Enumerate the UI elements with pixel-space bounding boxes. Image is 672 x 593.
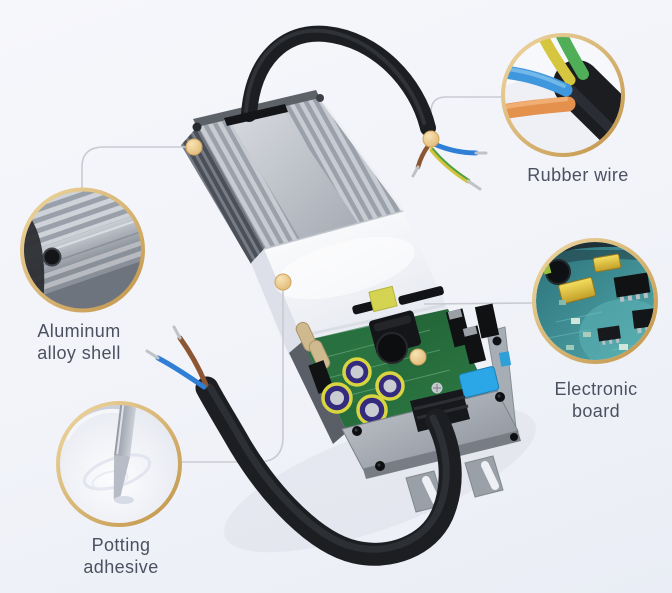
potting-block <box>251 210 448 355</box>
callout-label-aluminum-alloy-shell: Aluminum alloy shell <box>37 320 120 364</box>
callout-label-electronic-board: Electronic board <box>554 378 637 422</box>
callout-circle-aluminum-shell <box>20 187 145 313</box>
callout-circle-electronic-board <box>532 238 658 364</box>
ic-chip <box>597 325 621 346</box>
wire-blue <box>431 141 479 156</box>
device <box>181 90 535 513</box>
callout-label-rubber-wire: Rubber wire <box>527 164 628 186</box>
label-line: Rubber wire <box>527 165 629 185</box>
cable-gland-top <box>224 104 288 126</box>
aluminum-side-face <box>181 127 264 264</box>
aluminum-shell <box>192 90 405 250</box>
callout-label-potting-adhesive: Potting adhesive <box>83 534 158 578</box>
output-cable <box>145 325 462 566</box>
label-line: alloy shell <box>37 343 121 363</box>
mounting-tab <box>405 470 445 513</box>
wire-brown <box>415 143 431 170</box>
wire-brown <box>177 335 209 388</box>
callout-circle-rubber-wire <box>501 33 625 157</box>
anchor-dot-potting-adhesive <box>274 273 292 291</box>
anchor-dots <box>185 130 440 291</box>
anchor-dot-rubber-wire <box>422 130 440 148</box>
stir-stick <box>113 405 138 500</box>
wire-earth <box>429 147 471 184</box>
callout-circle-potting-adhesive <box>56 401 182 527</box>
yellow-capacitor <box>592 253 622 273</box>
pcb-components <box>295 285 500 426</box>
capacitors <box>321 357 405 426</box>
label-line: Potting <box>91 535 151 555</box>
leader-line-aluminum-shell <box>81 146 186 189</box>
screw-hole <box>42 247 62 267</box>
output-wires <box>145 325 209 390</box>
anchor-dot-electronic-board <box>409 348 427 366</box>
label-line: Aluminum <box>37 321 121 341</box>
leader-line-electronic-board <box>423 302 535 305</box>
label-line: board <box>571 401 621 421</box>
wire-blue <box>155 355 207 390</box>
yellow-capacitor <box>558 277 596 304</box>
ic-chip <box>613 272 651 303</box>
input-wires <box>411 141 488 191</box>
anchor-dot-aluminum-shell <box>185 138 203 156</box>
label-line: Electronic <box>554 379 638 399</box>
blue-capacitor <box>458 366 500 398</box>
leader-line-rubber-wire <box>430 96 504 134</box>
mounting-tab <box>464 455 504 498</box>
input-cable <box>224 25 488 191</box>
label-line: adhesive <box>83 557 159 577</box>
